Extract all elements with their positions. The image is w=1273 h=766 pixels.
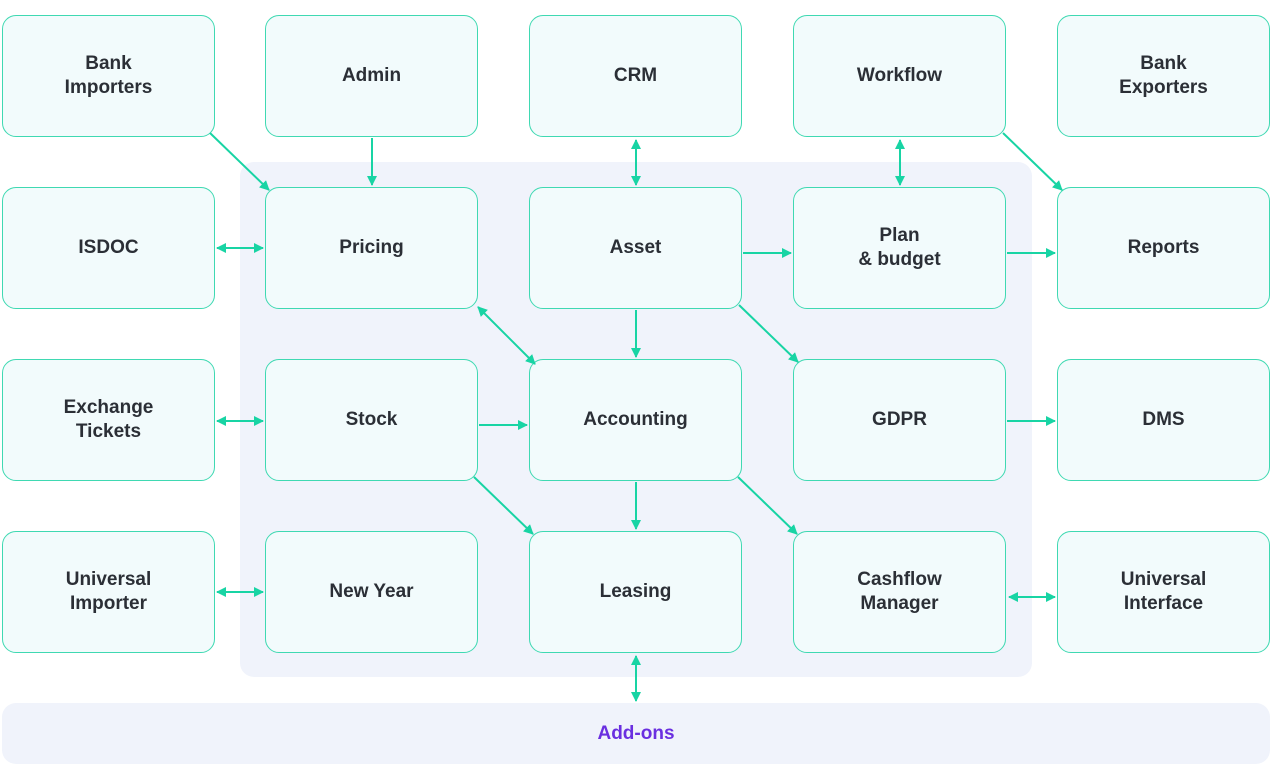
- module-label: Admin: [341, 65, 402, 86]
- module-label: CRM: [613, 65, 658, 86]
- module-label: Stock: [345, 409, 398, 430]
- module-label: Cashflow Manager: [857, 569, 942, 614]
- module-gdpr: GDPR: [793, 359, 1006, 481]
- module-label: Pricing: [339, 237, 404, 258]
- module-new-year: New Year: [265, 531, 478, 653]
- module-label: Exchange Tickets: [63, 397, 154, 442]
- module-stock: Stock: [265, 359, 478, 481]
- module-asset: Asset: [529, 187, 742, 309]
- module-label: Accounting: [583, 409, 688, 430]
- module-label: Bank Exporters: [1119, 53, 1208, 98]
- module-cashflow-manager: Cashflow Manager: [793, 531, 1006, 653]
- module-bank-importers: Bank Importers: [2, 15, 215, 137]
- module-admin: Admin: [265, 15, 478, 137]
- module-label: Universal Importer: [65, 569, 152, 614]
- module-label: ISDOC: [78, 237, 139, 258]
- module-label: DMS: [1142, 409, 1185, 430]
- module-workflow: Workflow: [793, 15, 1006, 137]
- addons-bar: Add-ons: [2, 703, 1270, 764]
- addons-label: Add-ons: [597, 722, 675, 744]
- module-leasing: Leasing: [529, 531, 742, 653]
- module-universal-importer: Universal Importer: [2, 531, 215, 653]
- module-label: Bank Importers: [64, 53, 153, 98]
- module-label: GDPR: [872, 409, 927, 430]
- module-label: Asset: [609, 237, 662, 258]
- module-pricing: Pricing: [265, 187, 478, 309]
- module-isdoc: ISDOC: [2, 187, 215, 309]
- module-label: Universal Interface: [1120, 569, 1207, 614]
- module-crm: CRM: [529, 15, 742, 137]
- module-label: Leasing: [599, 581, 672, 602]
- module-exchange-tickets: Exchange Tickets: [2, 359, 215, 481]
- module-plan-budget: Plan & budget: [793, 187, 1006, 309]
- module-label: Workflow: [856, 65, 943, 86]
- module-bank-exporters: Bank Exporters: [1057, 15, 1270, 137]
- module-label: New Year: [329, 581, 414, 602]
- module-accounting: Accounting: [529, 359, 742, 481]
- module-reports: Reports: [1057, 187, 1270, 309]
- module-label: Plan & budget: [858, 225, 941, 270]
- module-universal-interface: Universal Interface: [1057, 531, 1270, 653]
- module-dms: DMS: [1057, 359, 1270, 481]
- module-label: Reports: [1127, 237, 1200, 258]
